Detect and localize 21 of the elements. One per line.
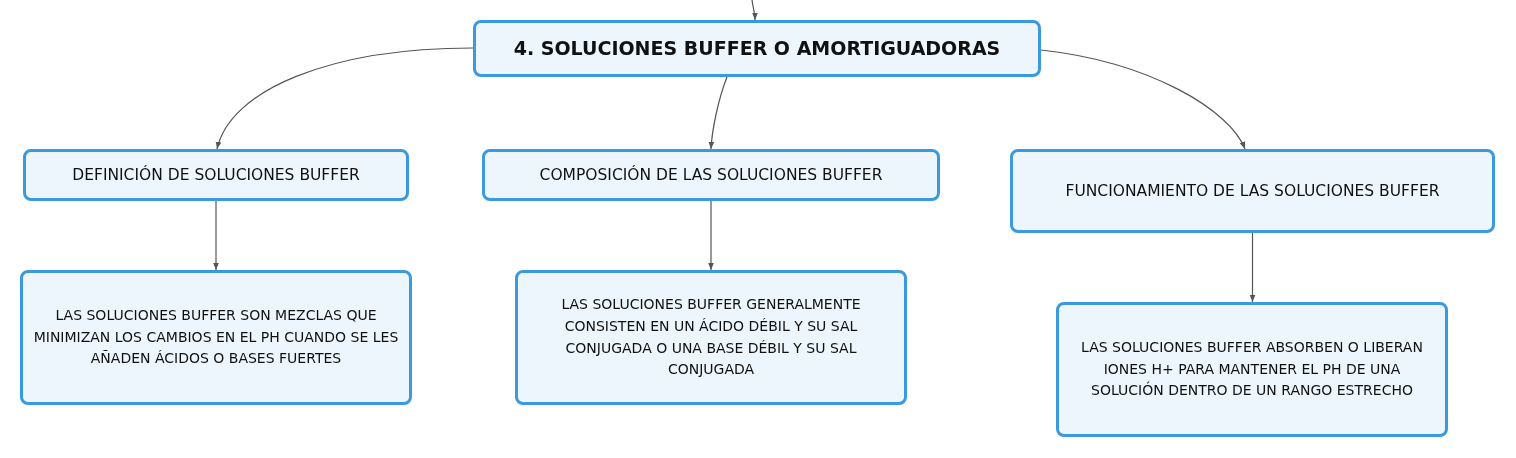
arrow: [751, 0, 758, 21]
arrow: [708, 200, 714, 271]
arrow: [708, 76, 728, 150]
node-text: LAS SOLUCIONES BUFFER SON MEZCLAS QUE MINIMIZAN LOS CAMBIOS EN EL PH CUANDO SE LES AÑADEN ÁCIDOS O BASES FUERTES: [33, 305, 399, 369]
node-text: DEFINICIÓN DE SOLUCIONES BUFFER: [72, 165, 360, 185]
arrow: [216, 47, 474, 150]
node-text: COMPOSICIÓN DE LAS SOLUCIONES BUFFER: [539, 165, 883, 185]
description-box: [515, 270, 907, 405]
node-text: LAS SOLUCIONES BUFFER ABSORBEN O LIBERAN IONES H+ PARA MANTENER EL PH DE UNA SOLUCIÓN DENTRO DE UN RANGO ESTRECHO: [1080, 337, 1424, 401]
arrow: [213, 200, 219, 271]
arrow: [1040, 49, 1246, 150]
node-text: 4. SOLUCIONES BUFFER O AMORTIGUADORAS: [513, 37, 1001, 60]
arrow: [1249, 232, 1256, 303]
subtopic-box: [23, 149, 409, 201]
subtopic-box: [1010, 149, 1495, 233]
description-box: [1056, 302, 1448, 437]
main-topic-box: [473, 20, 1041, 77]
subtopic-box: [482, 149, 940, 201]
node-text: FUNCIONAMIENTO DE LAS SOLUCIONES BUFFER: [1065, 181, 1440, 201]
description-box: [20, 270, 412, 405]
node-text: LAS SOLUCIONES BUFFER GENERALMENTE CONSISTEN EN UN ÁCIDO DÉBIL Y SU SAL CONJUGADA O UNA BASE DÉBIL Y SU SAL CONJUGADA: [560, 295, 862, 380]
